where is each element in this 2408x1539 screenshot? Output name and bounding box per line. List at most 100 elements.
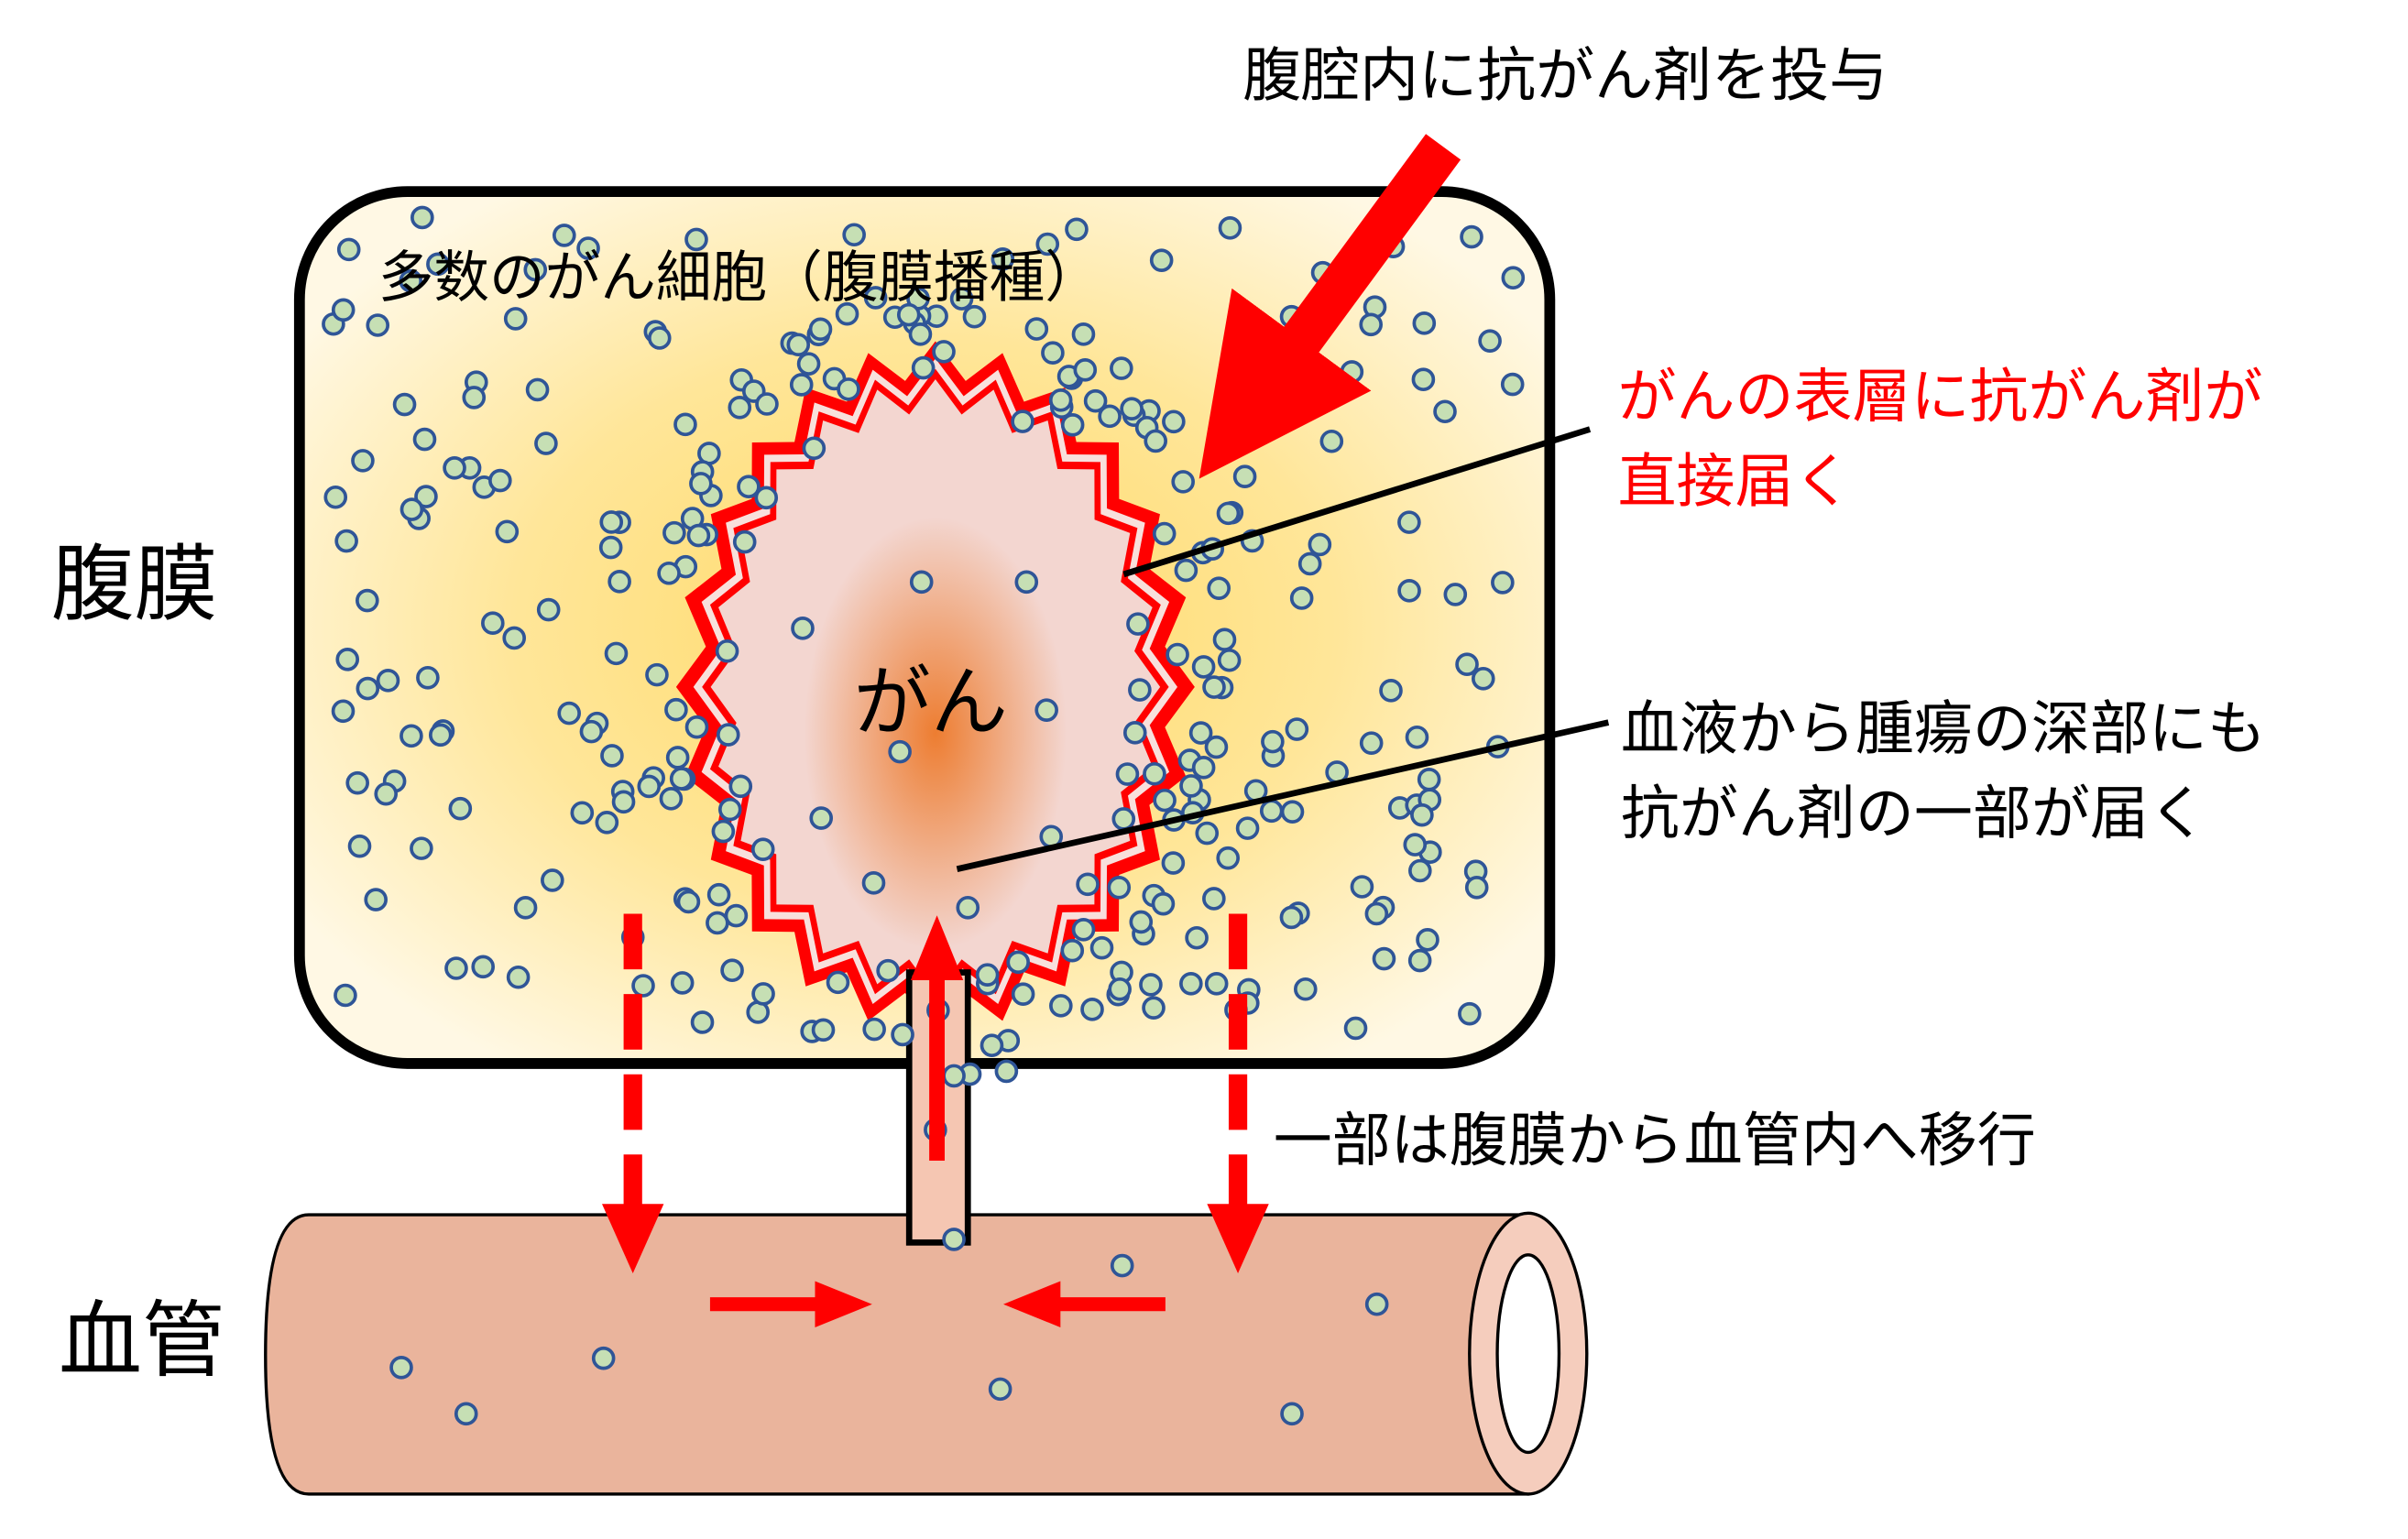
cancer-cell [826,970,850,995]
cancer-cell [1048,388,1073,412]
cancer-cell [576,236,600,260]
cancer-cell [1139,973,1163,997]
cancer-cell [345,770,369,795]
cancer-cell [962,304,987,329]
cancer-cell [1460,224,1483,249]
cancer-cell [1129,910,1154,934]
cancer-cell [1098,404,1122,429]
cancer-cell [1179,774,1203,798]
cancer-cell [1191,655,1216,679]
cancer-cell [835,301,859,326]
cancer-cell [1120,397,1144,421]
cancer-cell [975,963,1000,987]
cancer-cell [604,641,629,666]
cancer-cell [495,519,520,544]
cancer-cell [1501,266,1526,290]
cancer-cell [553,224,576,247]
cancer-cell [1397,510,1421,534]
administration-label: 腹腔内に抗がん剤を投与 [1242,43,1888,111]
cancer-cell [1280,800,1305,824]
cancer-cell [399,268,423,293]
cancer-cell [754,486,779,510]
cancer-cell [488,468,512,493]
cancer-cell [414,485,438,508]
cancer-cell [728,396,752,420]
cancer-cell [1065,217,1089,242]
cancer-cell [1060,412,1085,437]
cancer-cell [1166,642,1189,667]
cancer-cell [356,676,380,701]
cancer-cell [331,699,356,724]
tumor-label: がん [854,657,1008,747]
cancer-cell [1185,925,1209,950]
cancer-cell [410,836,433,860]
cancer-cell [1071,917,1096,942]
vessel-label: 血管 [59,1293,225,1389]
cancer-cell [842,223,866,247]
cancer-cell [1500,372,1525,397]
cancer-cell [1089,935,1114,960]
cancer-cell [811,1018,836,1042]
cancer-cell [334,529,358,553]
cancer-cell [684,715,709,739]
cancer-cell [706,911,729,935]
cancer-cell [1218,216,1242,240]
cancer-cell [374,781,399,806]
dashed-arrow-right-head [1207,1204,1269,1274]
cancer-cell [1162,409,1186,434]
cancer-cell [389,1355,413,1380]
cancer-cell [684,227,708,252]
cancer-cell [506,965,531,989]
cancer-cell [1151,891,1176,916]
vessel-flow-arrow-right-head [815,1281,872,1327]
cancer-cell [645,662,669,687]
cancer-cell [1364,901,1389,926]
cancer-cell [1024,317,1049,341]
cancer-cell [595,810,619,835]
cancer-cell [331,298,356,322]
cancer-cell [1285,717,1309,741]
cancer-cell [664,697,688,722]
cancer-cell [1433,399,1457,424]
cancer-cell [994,1059,1019,1084]
cancer-cell [1073,357,1098,382]
cancer-cell [786,333,811,357]
cancer-cell [1142,996,1166,1020]
cancer-cell [1014,570,1039,595]
cancer-cell [523,257,548,282]
cancer-cell [1171,470,1195,494]
dashed-arrow-left-head [602,1204,664,1274]
cancer-cell [1455,652,1479,677]
cancer-cell [400,497,424,521]
cancer-cell [1279,905,1304,930]
cancer-cell [659,787,684,811]
cancer-cell [670,971,695,995]
cancer-cell [1161,851,1186,875]
cancer-cell [908,322,933,346]
cancer-cell [716,723,740,747]
cancer-cell [686,523,711,548]
cancer-cell [1397,579,1421,603]
cancer-cell [1458,1001,1482,1026]
cancer-cell [1359,731,1384,755]
cancer-cell [631,974,655,998]
cancer-cell [711,819,736,844]
cancer-cell [1407,948,1432,973]
cancer-cell [791,617,815,640]
cancer-cell [1235,816,1260,840]
cancer-cell [1359,312,1384,337]
cancer-cell [1144,429,1168,453]
cancer-cell [1280,1402,1304,1426]
cancer-cell [1416,928,1439,952]
blood-vessel [264,1211,1589,1496]
cancer-cell [932,340,956,364]
cancer-cell [909,570,934,595]
cancer-cell [1207,576,1231,600]
cancer-cell [1041,341,1065,365]
cancer-cell [1049,994,1073,1018]
cancer-cell [366,313,390,337]
cancer-cell [662,520,686,545]
cancer-cell [525,377,550,402]
